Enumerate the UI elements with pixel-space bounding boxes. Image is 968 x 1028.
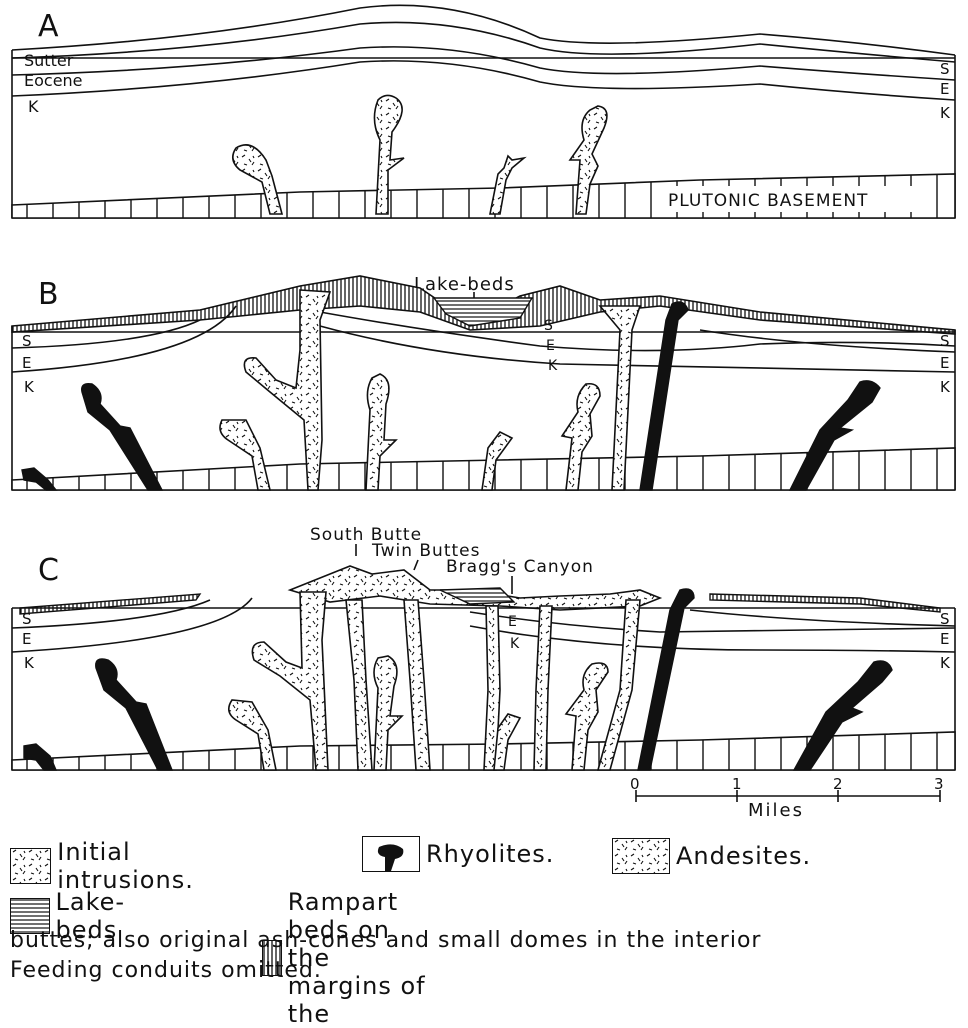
panel-b-label-k-right: K — [940, 378, 951, 396]
scale-tick-0: 0 — [630, 775, 640, 793]
panel-b-label-k-mid: K — [548, 358, 558, 374]
panel-c: C South Butte Twin Buttes Bragg's Canyon… — [12, 525, 955, 770]
andesites-swatch — [612, 838, 670, 874]
panel-a-letter: A — [38, 9, 59, 44]
panel-c-andesites — [229, 592, 640, 770]
panel-c-label-k-mid: K — [510, 636, 520, 652]
panel-b-lake-beds-label: Lake-beds — [414, 274, 515, 295]
panel-a-label-eocene: Eocene — [24, 71, 83, 90]
scale-bar: 0 1 2 3 Miles — [630, 775, 944, 821]
feeding-conduits-note: Feeding conduits omitted. — [10, 958, 322, 983]
panel-a-sutter-top — [12, 22, 955, 62]
panel-a-label-k: K — [28, 97, 39, 116]
panel-c-label-s-right: S — [940, 610, 950, 628]
legend-rhyolites: Rhyolites. — [362, 836, 554, 872]
rhyolites-swatch — [362, 836, 420, 872]
legend-andesites-label: Andesites. — [676, 842, 811, 870]
panel-c-label-e-left: E — [22, 630, 31, 648]
scale-tick-3: 3 — [934, 775, 944, 793]
panel-c-label-s-left: S — [22, 610, 32, 628]
legend-andesites: Andesites. — [612, 838, 811, 874]
panel-c-label-k-right: K — [940, 654, 951, 672]
panel-a-label-sutter: Sutter — [24, 51, 74, 70]
legend-initial-intrusions-label: Initial intrusions. — [57, 838, 210, 894]
panel-b-label-e-right: E — [940, 354, 949, 372]
panel-c-letter: C — [38, 553, 59, 588]
panel-b-andesites — [220, 290, 640, 490]
panel-a-basement-label: PLUTONIC BASEMENT — [668, 191, 868, 211]
panel-b-label-s-mid: S — [544, 318, 553, 334]
panel-a-label-s-right: S — [940, 60, 950, 78]
panel-c-label-e-mid: E — [508, 614, 517, 630]
scale-tick-2: 2 — [833, 775, 843, 793]
panel-a-eocene-base — [12, 61, 955, 100]
panel-b-label-k-left: K — [24, 378, 35, 396]
panel-c-braggs-canyon-label: Bragg's Canyon — [446, 557, 594, 577]
panel-c-label-k-left: K — [24, 654, 35, 672]
scale-tick-1: 1 — [732, 775, 742, 793]
initial-intrusions-swatch — [10, 848, 51, 884]
panel-b-label-s-left: S — [22, 332, 32, 350]
legend-initial-intrusions: Initial intrusions. — [10, 838, 211, 894]
panel-c-rampart-right — [710, 594, 940, 612]
panel-b: B Lake-beds S E K S E K S E K — [12, 274, 955, 490]
panel-a: A PLUTONIC BASEMENT Sutter Eocene K S E … — [12, 5, 955, 218]
panel-a-label-e-right: E — [940, 80, 949, 98]
panel-b-label-e-mid: E — [546, 338, 555, 354]
legend-rampart-beds-continued: buttes; also original ash-cones and smal… — [10, 928, 761, 953]
scale-unit: Miles — [748, 800, 804, 821]
panel-b-label-e-left: E — [22, 354, 31, 372]
legend-rhyolites-label: Rhyolites. — [426, 840, 554, 868]
panel-a-sutter-base — [12, 47, 955, 80]
panel-c-label-e-right: E — [940, 630, 949, 648]
panel-a-label-k-right: K — [940, 104, 951, 122]
panel-b-label-s-right: S — [940, 332, 950, 350]
panel-b-letter: B — [38, 277, 59, 312]
panel-a-surface — [12, 5, 955, 55]
